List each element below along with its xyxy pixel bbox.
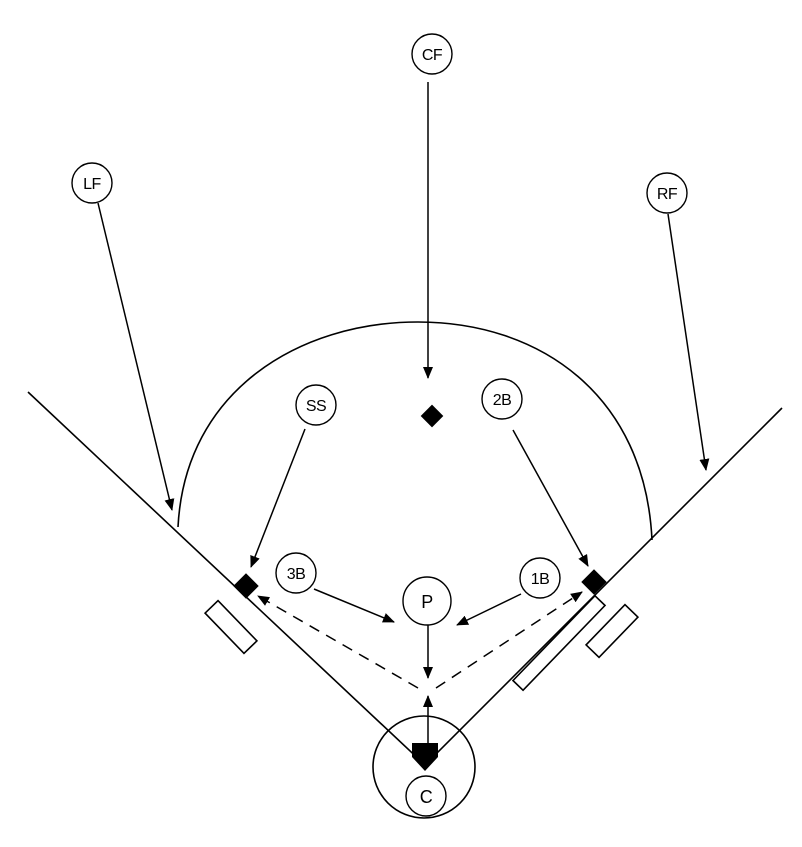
second-base — [420, 404, 444, 428]
lf-arrow — [97, 202, 175, 511]
first-base-arrow — [456, 593, 522, 626]
throw-line-first — [435, 591, 583, 689]
catcher-circle — [372, 715, 476, 819]
ss-arrow — [250, 428, 306, 568]
label-c: C — [420, 787, 433, 807]
player-pitcher: P — [402, 576, 452, 626]
infield-grass-arc — [177, 321, 653, 541]
player-ss: SS — [295, 384, 337, 426]
first-base — [581, 569, 607, 595]
label-ss: SS — [306, 398, 326, 415]
third-base — [233, 573, 259, 599]
label-lf: LF — [83, 176, 101, 193]
second-base-arrow — [512, 429, 589, 567]
third-base-foul-line — [27, 391, 426, 766]
label-2b: 2B — [493, 392, 512, 409]
third-base-coach-box — [203, 599, 259, 655]
player-lf: LF — [71, 162, 113, 204]
on-deck-box — [511, 594, 607, 692]
player-catcher: C — [405, 775, 447, 817]
label-p: P — [421, 592, 433, 612]
player-2b: 2B — [481, 378, 523, 420]
player-3b: 3B — [275, 552, 317, 594]
label-3b: 3B — [287, 566, 306, 583]
home-plate — [412, 743, 438, 771]
first-base-foul-line — [424, 407, 783, 766]
player-rf: RF — [646, 172, 688, 214]
label-rf: RF — [657, 186, 678, 203]
label-cf: CF — [422, 47, 443, 64]
throw-line-third — [257, 595, 419, 689]
rf-arrow — [667, 213, 710, 471]
third-base-arrow — [313, 588, 395, 623]
player-1b: 1B — [519, 557, 561, 599]
label-1b: 1B — [531, 571, 550, 588]
first-base-coach-box — [584, 603, 640, 659]
player-cf: CF — [411, 33, 453, 75]
